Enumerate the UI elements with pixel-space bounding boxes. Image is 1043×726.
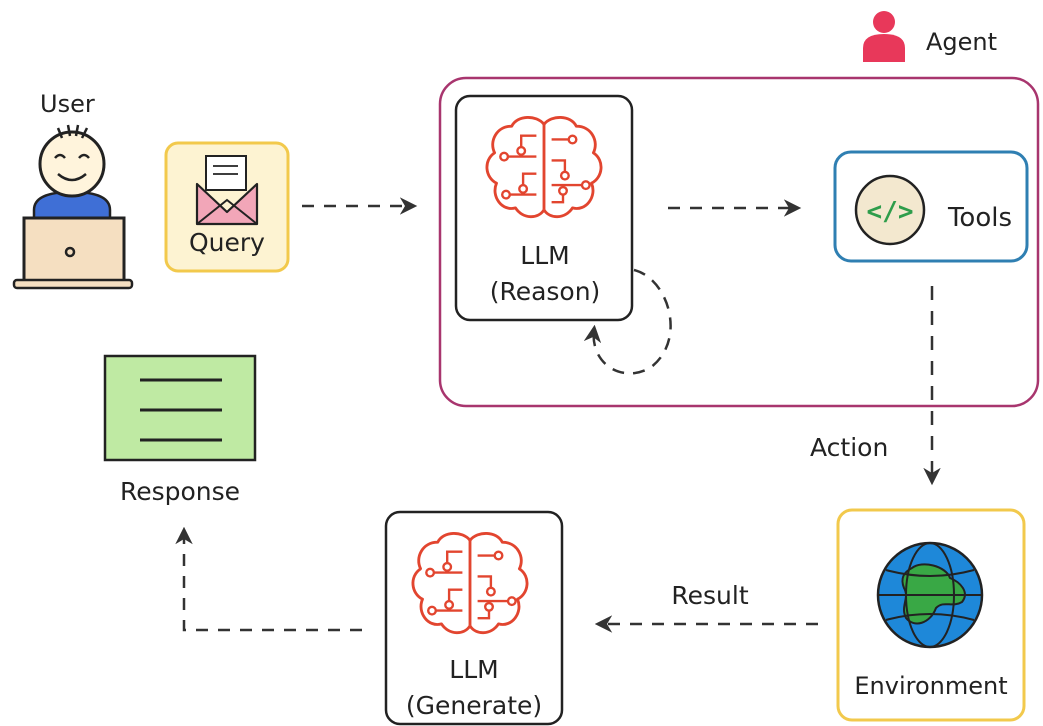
response-node: Response bbox=[103, 354, 257, 506]
code-glyph: </> bbox=[867, 197, 914, 227]
envelope-icon bbox=[195, 155, 259, 226]
llm-reason-title: LLM bbox=[520, 241, 569, 270]
llm-reason-subtitle: (Reason) bbox=[490, 277, 601, 306]
generate-to-response-arrow bbox=[175, 526, 362, 632]
llm-generate-node: LLM (Generate) bbox=[384, 510, 564, 726]
agent-container bbox=[438, 76, 1040, 408]
tools-label: Tools bbox=[947, 203, 1012, 233]
action-label: Action bbox=[810, 433, 888, 462]
user-at-laptop-icon bbox=[12, 124, 134, 290]
tools-node: </> Tools bbox=[833, 150, 1029, 263]
globe-icon bbox=[876, 541, 984, 649]
document-lines-icon bbox=[103, 354, 257, 462]
person-icon bbox=[863, 11, 905, 62]
agent-label: Agent bbox=[926, 28, 997, 56]
code-icon: </> bbox=[854, 174, 926, 246]
user-figure: User bbox=[12, 90, 134, 290]
environment-label: Environment bbox=[854, 672, 1007, 700]
environment-node: Environment bbox=[836, 508, 1026, 722]
reason-loop-arrow bbox=[583, 268, 672, 375]
llm-reason-node: LLM (Reason) bbox=[454, 94, 634, 322]
query-node: Query bbox=[164, 141, 290, 273]
agent-legend: Agent bbox=[863, 11, 997, 62]
user-label: User bbox=[40, 90, 95, 118]
response-label: Response bbox=[120, 477, 240, 506]
result-label: Result bbox=[671, 581, 748, 610]
llm-generate-title: LLM bbox=[449, 655, 498, 684]
llm-generate-subtitle: (Generate) bbox=[406, 691, 542, 720]
query-label: Query bbox=[189, 228, 265, 257]
